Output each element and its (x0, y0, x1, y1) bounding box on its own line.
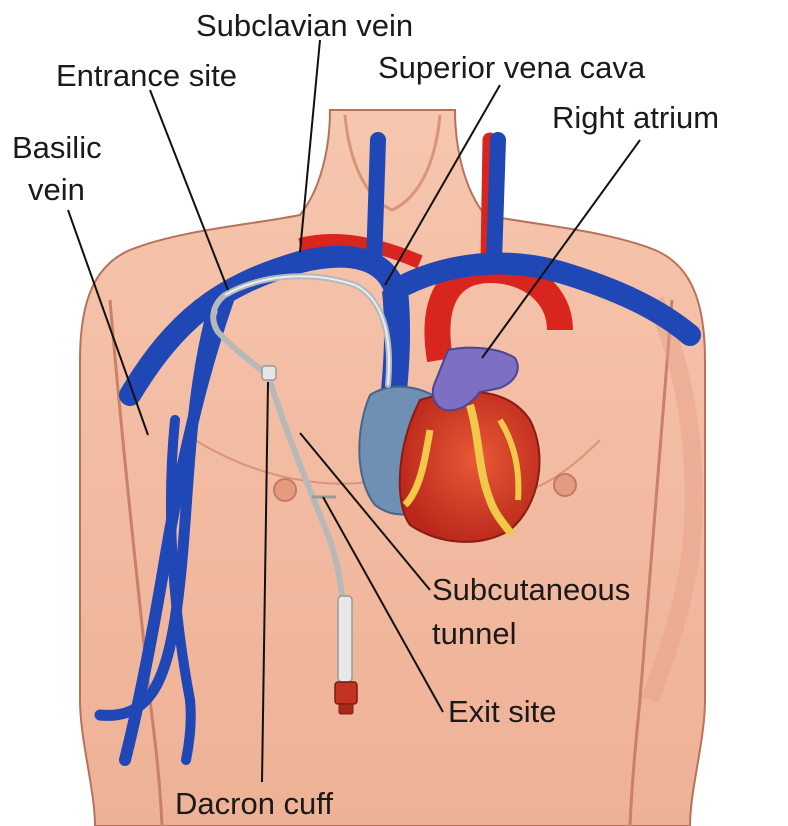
left-nipple (274, 479, 296, 501)
catheter-cap-thread (339, 704, 353, 714)
jugular-vein-right (494, 140, 498, 262)
label-exit-site: Exit site (448, 694, 557, 729)
label-subclavian-vein: Subclavian vein (196, 8, 413, 43)
dacron-cuff-marker (262, 366, 276, 380)
catheter-cap (335, 682, 357, 704)
label-right-atrium: Right atrium (552, 100, 719, 135)
label-entrance-site: Entrance site (56, 58, 237, 93)
label-subcutaneous-tunnel-line1: Subcutaneous (432, 572, 630, 607)
label-basilic-vein-line1: Basilic (12, 130, 102, 165)
label-subcutaneous-tunnel-line2: tunnel (432, 616, 516, 651)
jugular-vein-left (374, 140, 378, 265)
label-dacron-cuff: Dacron cuff (175, 786, 333, 821)
label-superior-vena-cava: Superior vena cava (378, 50, 646, 85)
label-basilic-vein-line2: vein (28, 172, 85, 207)
catheter-hub (338, 596, 352, 682)
superior-vena-cava (394, 290, 397, 390)
right-nipple (554, 474, 576, 496)
